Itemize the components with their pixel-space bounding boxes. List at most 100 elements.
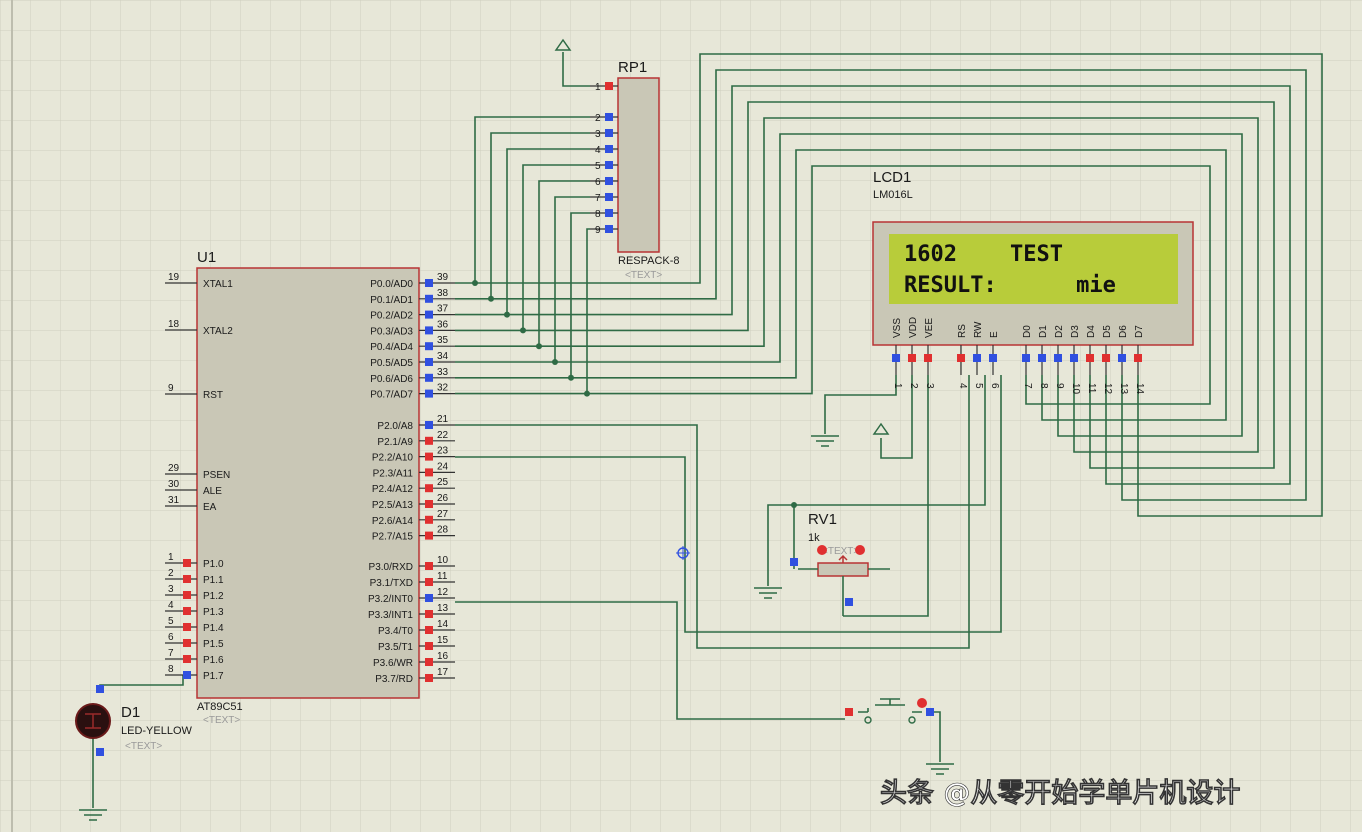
- d1-ref: D1: [121, 704, 140, 721]
- pin-state: [425, 674, 433, 682]
- lcd-pin-label: VEE: [924, 318, 935, 338]
- u1-pin-name: P0.5/AD5: [370, 358, 413, 369]
- u1-pin-number: 16: [437, 651, 449, 662]
- d1-led[interactable]: D1 LED-YELLOW <TEXT>: [75, 685, 193, 756]
- u1-pin-name: P1.3: [203, 607, 224, 618]
- lcd-pin-label: D5: [1102, 325, 1113, 338]
- pin-state: [605, 113, 613, 121]
- d1-pin-anode: [96, 685, 104, 693]
- rv1-ref: RV1: [808, 511, 837, 528]
- u1-pin-name: P3.5/T1: [378, 642, 413, 653]
- u1-pin-number: 22: [437, 430, 449, 441]
- lcd-pin-e: E6: [989, 331, 1000, 389]
- rp1-pin-number: 3: [595, 129, 601, 140]
- u1-pin-p15: 6P1.5: [165, 632, 224, 650]
- u1-pin-name: P1.6: [203, 655, 224, 666]
- wire-p0-lcd: [475, 53, 1323, 517]
- wire-p0-rp1: [455, 228, 590, 395]
- pin-state: [425, 642, 433, 650]
- pin-state: [425, 594, 433, 602]
- u1-microcontroller[interactable]: U1 AT89C51 <TEXT> 19XTAL118XTAL29RST29PS…: [165, 249, 455, 726]
- pin-state: [1102, 354, 1110, 362]
- lcd1-display[interactable]: 1602 TEST RESULT: mie LCD1 LM016L VSS1VD…: [872, 169, 1194, 395]
- power-symbol: [554, 38, 572, 51]
- rv1-probe-left: [817, 545, 827, 555]
- u1-pin-name: P2.3/A11: [373, 468, 414, 479]
- pin-state: [183, 671, 191, 679]
- rp1-pin-number: 2: [595, 113, 601, 124]
- u1-pin-number: 3: [168, 584, 174, 595]
- pin-state: [425, 326, 433, 335]
- pin-state: [425, 626, 433, 634]
- rp1-pin-number: 1: [595, 82, 601, 93]
- u1-pin-number: 11: [437, 571, 448, 582]
- button-contact-right: [908, 716, 916, 724]
- u1-pin-number: 23: [437, 446, 449, 457]
- watermark-text: 头条 @从零开始学单片机设计: [880, 777, 1240, 809]
- u1-pin-name: P0.1/AD1: [370, 295, 413, 306]
- wire-p0-lcd: [587, 165, 1211, 405]
- rp1-pin: 9: [590, 225, 618, 236]
- u1-pin-number: 1: [168, 552, 174, 563]
- pin-state: [1038, 354, 1046, 362]
- u1-pin-number: 39: [437, 272, 449, 283]
- lcd-pin-label: VDD: [908, 317, 919, 338]
- lcd-pin-number: 10: [1070, 383, 1081, 395]
- u1-pin-name: P1.4: [203, 623, 224, 634]
- rv1-pin-left: [790, 558, 798, 566]
- u1-pin-name: P3.0/RXD: [369, 562, 413, 573]
- u1-pin-name: P3.3/INT1: [368, 610, 413, 621]
- pin-state: [425, 358, 433, 366]
- lcd-pin-label: D2: [1054, 325, 1065, 338]
- lcd-pin-number: 13: [1118, 383, 1129, 395]
- wire-p0-lcd: [523, 101, 1275, 469]
- lcd-pin-label: RS: [957, 324, 968, 338]
- lcd-pin-label: D1: [1038, 325, 1049, 338]
- push-button[interactable]: [845, 698, 934, 724]
- u1-left-pins: 19XTAL118XTAL29RST29PSEN30ALE31EA1P1.02P…: [165, 272, 233, 682]
- wire-vdd-vcc: [880, 375, 913, 459]
- u1-pin-number: 26: [437, 493, 449, 504]
- u1-pin-number: 10: [437, 555, 449, 566]
- wire-p22-e: [455, 375, 1002, 633]
- rv1-wiper-arrow: [838, 554, 848, 563]
- wire-rp1-vcc: [562, 52, 590, 87]
- lcd-pins: VSS1VDD2VEE3RS4RW5E6D07D18D29D310D411D51…: [892, 317, 1145, 395]
- ground-symbol: [79, 809, 107, 821]
- rp1-pin-number: 8: [595, 209, 601, 220]
- pin-state: [183, 639, 191, 647]
- u1-pin-name: P0.2/AD2: [370, 311, 413, 322]
- rp1-pin-number: 4: [595, 145, 601, 156]
- power-symbols: [79, 38, 954, 821]
- u1-pin-p14: 5P1.4: [165, 616, 224, 634]
- lcd-pin-rs: RS4: [957, 324, 968, 389]
- button-symbol: [858, 698, 922, 713]
- rv1-potentiometer[interactable]: RV1 1k <TEXT>: [790, 511, 890, 616]
- u1-pin-number: 29: [168, 463, 180, 474]
- rv1-probe-right: [855, 545, 865, 555]
- u1-pin-name: P0.6/AD6: [370, 374, 413, 385]
- lcd-line1: 1602 TEST: [904, 242, 1063, 267]
- pin-state: [425, 658, 433, 666]
- u1-pin-name: P0.0/AD0: [370, 279, 413, 290]
- rv1-text: <TEXT>: [822, 546, 859, 557]
- lcd-pin-label: D0: [1022, 325, 1033, 338]
- u1-pin-number: 24: [437, 461, 449, 472]
- lcd-pin-number: 7: [1022, 383, 1033, 389]
- lcd-pin-d0: D0 7: [1022, 325, 1033, 389]
- u1-pin-p12: 3P1.2: [165, 584, 224, 602]
- u1-pin-number: 6: [168, 632, 174, 643]
- u1-pin-number: 14: [437, 619, 449, 630]
- pin-state: [425, 436, 433, 445]
- u1-pin-number: 8: [168, 664, 174, 675]
